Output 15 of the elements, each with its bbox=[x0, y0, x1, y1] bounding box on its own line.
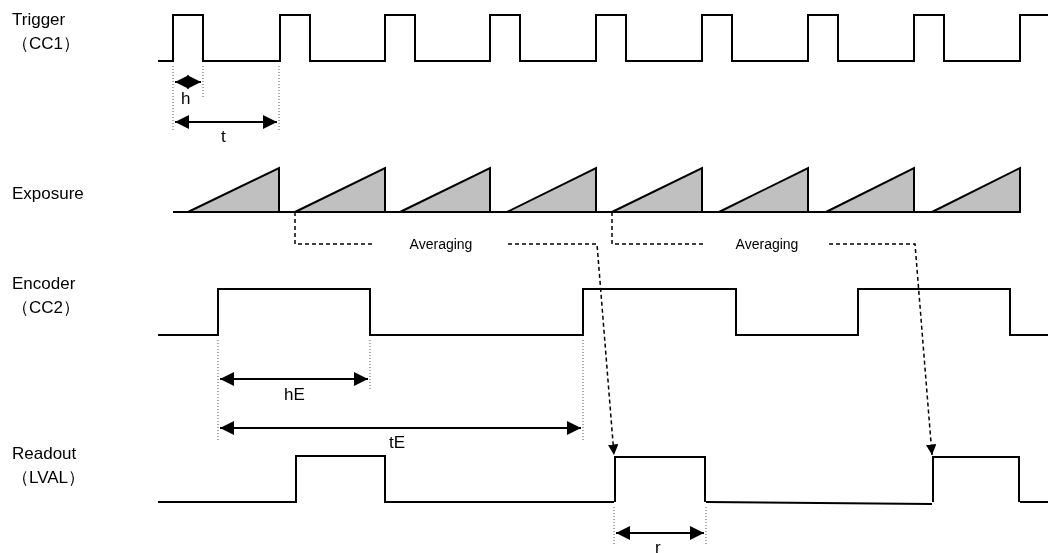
signal-name: Readout （LVAL） bbox=[12, 443, 87, 489]
readout-pulse bbox=[614, 456, 706, 502]
dashed-arrow bbox=[507, 243, 619, 456]
signal-name: Encoder （CC2） bbox=[12, 273, 81, 319]
dimension-label: hE bbox=[284, 384, 305, 406]
dimension-label: r bbox=[655, 537, 661, 553]
dashed-arrow bbox=[828, 243, 937, 456]
dimension-label: tE bbox=[389, 432, 406, 454]
averaging-label: Averaging bbox=[408, 235, 474, 254]
dimension-label: h bbox=[181, 88, 191, 110]
readout-pulse bbox=[932, 456, 1020, 502]
averaging-label: Averaging bbox=[734, 235, 800, 254]
signal-name: Exposure bbox=[12, 183, 85, 205]
signal-name: Trigger （CC1） bbox=[12, 9, 81, 55]
dimension-label: t bbox=[221, 126, 226, 148]
